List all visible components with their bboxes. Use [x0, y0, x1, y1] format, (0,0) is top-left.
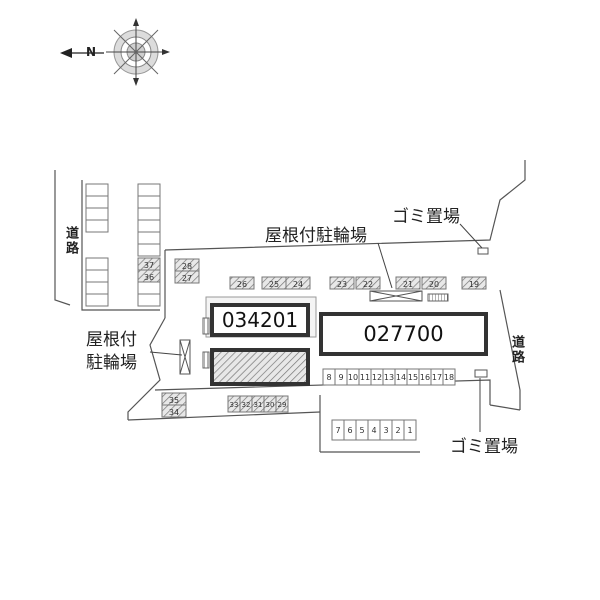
covered-bike-label-left-1: 屋根付 — [86, 330, 137, 350]
parking-bottom-hatched: 33 32 31 30 29 — [227, 395, 289, 413]
parking-label: 9 — [338, 373, 343, 382]
parking-label: 3 — [383, 426, 388, 435]
covered-bike-parking-top — [369, 290, 423, 302]
road-label-right: 道路 — [509, 335, 524, 365]
parking-label: 27 — [182, 274, 192, 283]
building-small-hatched — [202, 348, 310, 386]
parking-label: 15 — [408, 373, 418, 382]
parking-label: 23 — [337, 280, 347, 289]
parking-label: 37 — [144, 261, 154, 270]
parking-label: 2 — [395, 426, 400, 435]
parking-label: 18 — [444, 373, 454, 382]
garbage-area-top — [477, 247, 489, 255]
parking-label: 16 — [420, 373, 430, 382]
parking-label: 26 — [237, 280, 247, 289]
parking-label: 10 — [348, 373, 358, 382]
site-boundary — [54, 160, 526, 453]
parking-label: 24 — [293, 280, 303, 289]
parking-label: 4 — [371, 426, 376, 435]
parking-left-col-top: 28 27 — [174, 258, 200, 284]
parking-bottom-row: 7 6 5 4 3 2 1 — [331, 419, 417, 441]
road-label-left: 道路 — [63, 226, 78, 256]
parking-label: 29 — [278, 401, 287, 409]
building-code-large: 027700 — [363, 322, 444, 346]
parking-left-col-mid: 37 36 — [137, 257, 161, 283]
garbage-label-bottom: ゴミ置場 — [450, 437, 518, 457]
garbage-label-top: ゴミ置場 — [392, 207, 460, 227]
parking-label: 19 — [469, 280, 479, 289]
parking-label: 21 — [403, 280, 413, 289]
parking-label: 13 — [384, 373, 394, 382]
parking-label: 28 — [182, 262, 192, 271]
parking-label: 25 — [269, 280, 279, 289]
parking-space — [174, 270, 200, 284]
parking-top-row: 26 25 24 23 22 21 20 19 — [229, 276, 487, 290]
parking-label: 30 — [266, 401, 275, 409]
stairs-top — [427, 293, 449, 302]
parking-label: 31 — [254, 401, 263, 409]
garbage-area-bottom — [474, 369, 488, 378]
parking-label: 8 — [326, 373, 331, 382]
covered-bike-label-top: 屋根付駐輪場 — [265, 226, 367, 246]
parking-label: 34 — [169, 408, 179, 417]
parking-label: 11 — [360, 373, 370, 382]
parking-label: 17 — [432, 373, 442, 382]
outside-parking-left — [85, 183, 161, 307]
parking-label: 14 — [396, 373, 406, 382]
parking-label: 20 — [429, 280, 439, 289]
parking-lower-row: 8 9 10 11 12 13 14 15 16 17 18 — [322, 368, 456, 386]
parking-space — [137, 269, 161, 283]
parking-left-bottom: 35 34 — [161, 392, 187, 418]
parking-label: 6 — [347, 426, 352, 435]
parking-label: 33 — [230, 401, 239, 409]
building-small-frame — [202, 296, 317, 338]
parking-label: 22 — [363, 280, 373, 289]
parking-label: 12 — [372, 373, 382, 382]
leader-lines — [149, 223, 483, 432]
parking-label: 7 — [335, 426, 340, 435]
parking-label: 35 — [169, 396, 179, 405]
covered-bike-parking-left — [179, 339, 191, 375]
building-code-small: 034201 — [221, 308, 299, 332]
compass-icon — [60, 18, 170, 86]
covered-bike-label-left-2: 駐輪場 — [86, 353, 137, 373]
parking-label: 36 — [144, 273, 154, 282]
parking-label: 5 — [359, 426, 364, 435]
parking-label: 32 — [242, 401, 251, 409]
building-large — [319, 312, 488, 356]
north-label: N — [86, 45, 97, 59]
parking-label: 1 — [407, 426, 412, 435]
